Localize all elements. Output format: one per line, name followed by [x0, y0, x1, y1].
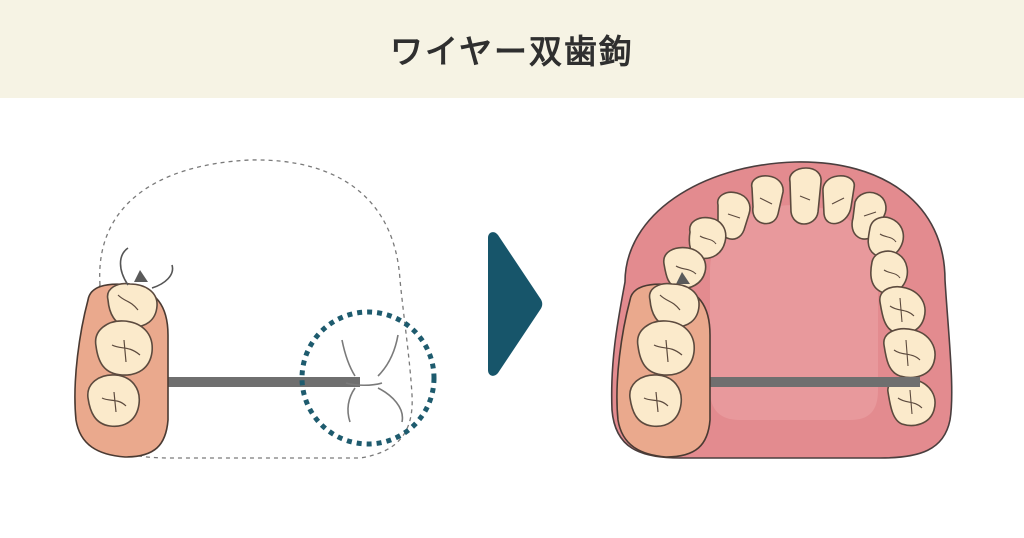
palate — [710, 205, 878, 420]
wire-connector-bar — [690, 377, 920, 387]
tooth-premolar — [867, 216, 905, 259]
left-figure — [74, 159, 437, 459]
page-title: ワイヤー双歯鉤 — [389, 32, 634, 71]
arch-teeth-grooves — [675, 195, 923, 415]
triangle-right-arrow-icon — [488, 232, 543, 376]
tooth — [106, 282, 158, 328]
wire-connector-bar — [150, 377, 360, 387]
wire-clasp-detail — [341, 334, 404, 423]
tooth-molar — [883, 328, 936, 379]
title-banner: ワイヤー双歯鉤 — [0, 0, 1024, 98]
saddle-teeth-grooves — [643, 294, 683, 413]
tooth-incisor — [822, 175, 856, 225]
tooth — [648, 282, 700, 328]
highlight-dotted-circle — [299, 309, 437, 447]
saddle-teeth-grooves — [101, 294, 141, 413]
clasp-arms-left — [119, 247, 174, 289]
rest-seat — [676, 272, 690, 284]
diagram-canvas — [74, 159, 953, 459]
rest-seat — [134, 270, 148, 282]
tooth-incisor — [750, 175, 784, 225]
tooth-incisor — [788, 167, 822, 225]
right-figure — [610, 161, 953, 459]
